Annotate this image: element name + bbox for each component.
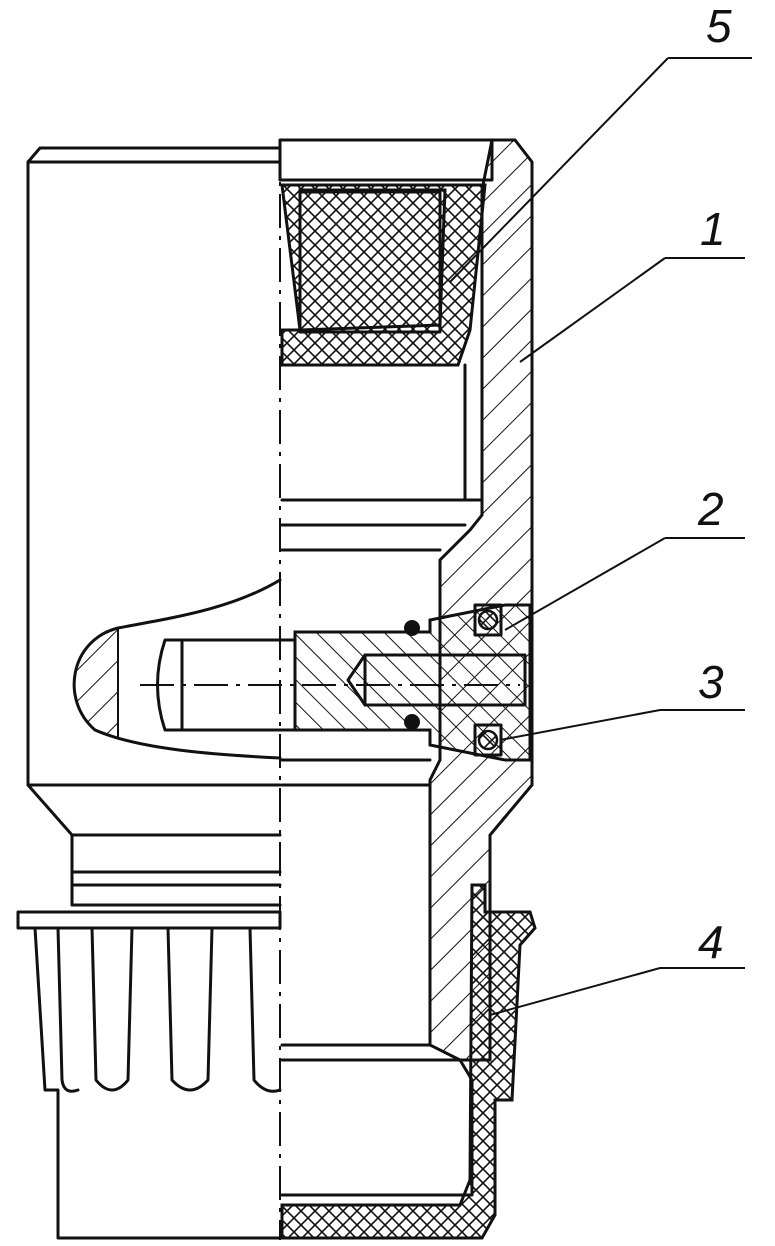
seal-cup-part-5: [280, 183, 487, 367]
o-ring: [404, 620, 420, 636]
seal-part-3: [477, 729, 499, 751]
callout-label-1: 1: [700, 203, 726, 255]
exterior-view: [16, 146, 282, 1240]
callout-1: 1: [519, 203, 745, 363]
callout-label-5: 5: [706, 0, 732, 52]
section-view: [156, 138, 537, 1240]
callout-4: 4: [489, 916, 745, 1016]
callout-3: 3: [499, 656, 745, 741]
pin-part-2: [293, 603, 532, 762]
callout-5: 5: [449, 0, 752, 283]
callout-label-2: 2: [697, 483, 724, 535]
callout-label-4: 4: [698, 916, 724, 968]
callout-label-3: 3: [698, 656, 724, 708]
o-ring: [404, 714, 420, 730]
callout-2: 2: [504, 483, 745, 631]
